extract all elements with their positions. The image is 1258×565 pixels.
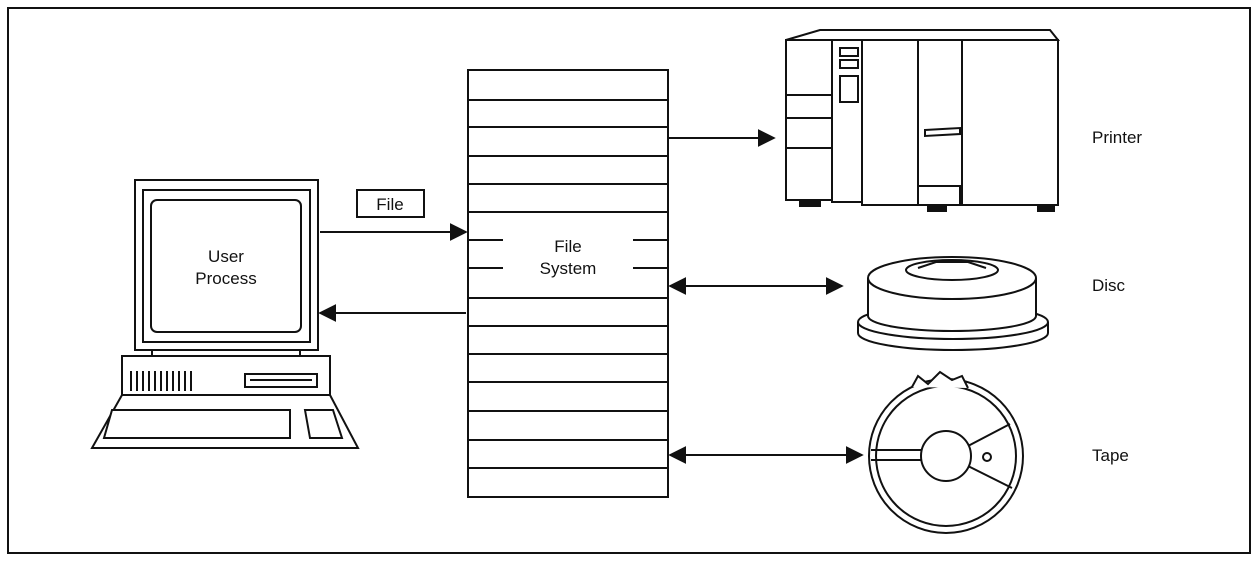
disc-icon: [858, 257, 1048, 350]
user-process-label-line1: User: [208, 247, 244, 266]
file-tag-label: File: [376, 195, 403, 214]
file-system-label-line2: System: [540, 259, 597, 278]
printer-icon: [786, 30, 1058, 211]
disc-label: Disc: [1092, 276, 1126, 295]
tape-label: Tape: [1092, 446, 1129, 465]
tape-icon: [869, 372, 1023, 533]
file-system-stack: [468, 70, 668, 497]
computer-icon: [92, 180, 358, 448]
printer-label: Printer: [1092, 128, 1142, 147]
user-process-label-line2: Process: [195, 269, 256, 288]
file-system-label-line1: File: [554, 237, 581, 256]
